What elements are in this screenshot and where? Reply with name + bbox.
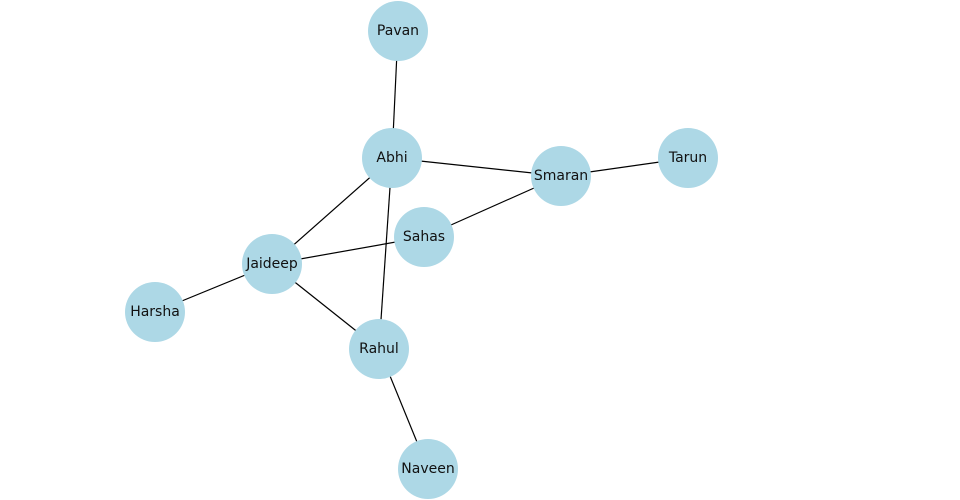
node-naveen[interactable]: Naveen	[398, 439, 458, 499]
node-rahul[interactable]: Rahul	[349, 319, 409, 379]
node-label: Tarun	[668, 150, 707, 166]
edge-abhi-rahul	[378, 157, 393, 350]
node-harsha[interactable]: Harsha	[125, 282, 185, 342]
node-label: Abhi	[376, 150, 407, 166]
node-circle[interactable]	[368, 1, 428, 61]
node-label: Naveen	[401, 461, 454, 477]
node-circle[interactable]	[658, 128, 718, 188]
node-circle[interactable]	[362, 128, 422, 188]
node-circle[interactable]	[242, 234, 302, 294]
node-tarun[interactable]: Tarun	[658, 128, 718, 188]
node-circle[interactable]	[349, 319, 409, 379]
node-smaran[interactable]: Smaran	[531, 146, 591, 206]
node-circle[interactable]	[394, 207, 454, 267]
node-abhi[interactable]: Abhi	[362, 128, 422, 188]
node-sahas[interactable]: Sahas	[394, 207, 454, 267]
node-label: Sahas	[403, 229, 445, 245]
node-label: Rahul	[359, 341, 399, 357]
node-circle[interactable]	[398, 439, 458, 499]
node-label: Jaideep	[245, 256, 298, 272]
node-label: Smaran	[534, 168, 588, 184]
node-circle[interactable]	[125, 282, 185, 342]
node-label: Pavan	[377, 23, 419, 39]
node-label: Harsha	[130, 304, 180, 320]
node-circle[interactable]	[531, 146, 591, 206]
node-pavan[interactable]: Pavan	[368, 1, 428, 61]
node-jaideep[interactable]: Jaideep	[242, 234, 302, 294]
